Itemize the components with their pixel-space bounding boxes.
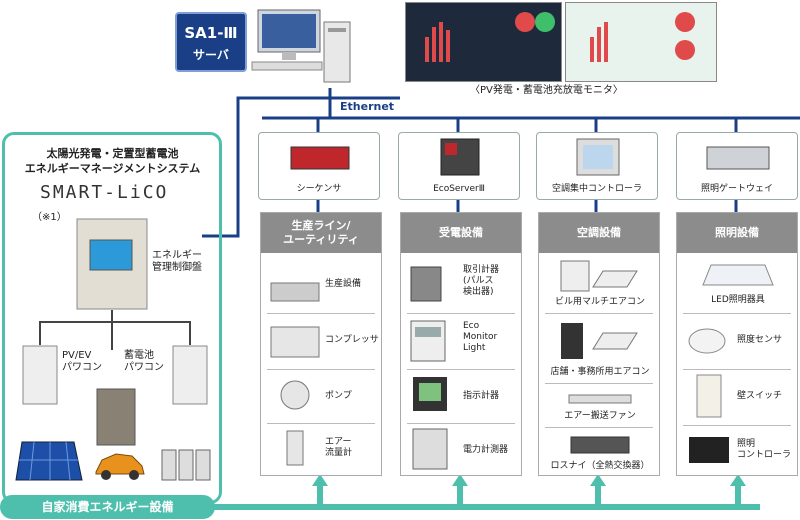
storage-battery-icon	[96, 388, 136, 446]
multi-ac-icon	[560, 260, 638, 292]
category-air-conditioning: 空調設備 ビル用マルチエアコン 店舗・事務所用エアコン エアー搬送ファン ロスナ…	[538, 212, 660, 476]
ecoserver-icon	[440, 138, 480, 176]
item-label: ポンプ	[325, 391, 352, 401]
wall-switch-icon	[696, 374, 722, 418]
panel-label-line2: 管理制御盤	[152, 262, 202, 273]
ethernet-label: Ethernet	[340, 100, 395, 113]
item-label: コンプレッサ	[325, 335, 379, 345]
device-lighting-gateway: 照明ゲートウェイ	[676, 132, 798, 200]
category-header: 空調設備	[539, 213, 659, 253]
battery-inverter-icon	[172, 345, 208, 405]
electric-car-icon	[95, 453, 145, 480]
battery-inverter-label: 蓄電池 パワコン	[124, 350, 164, 374]
item-label: ビル用マルチエアコン	[554, 297, 645, 307]
pv-inverter-icon	[22, 345, 58, 405]
device-ac-controller: 空調集中コントローラ	[536, 132, 658, 200]
device-label: 空調集中コントローラ	[551, 184, 642, 194]
air-flow-meter-icon	[286, 430, 304, 466]
transaction-meter-icon	[410, 266, 442, 302]
server-label: SA1-Ⅲ サーバ	[175, 12, 247, 72]
category-title: 照明設備	[715, 226, 759, 239]
lighting-gateway-icon	[706, 146, 770, 170]
category-production: 生産ライン/ ユーティリティ 生産設備 コンプレッサ ポンプ エアー 流量計	[260, 212, 382, 476]
category-header: 生産ライン/ ユーティリティ	[261, 213, 381, 253]
light-sensor-icon	[688, 328, 726, 354]
item-label: エアー 流量計	[325, 437, 353, 458]
eco-monitor-light-icon	[410, 320, 446, 362]
bat-label-line1: 蓄電池	[124, 350, 154, 361]
category-title-line1: 生産ライン/	[291, 219, 351, 232]
bat-label-line2: パワコン	[124, 362, 164, 373]
panel-label: エネルギー 管理制御盤	[152, 250, 202, 274]
item-label: 指示計器	[463, 391, 500, 401]
category-title: 空調設備	[577, 226, 621, 239]
category-power-receiving: 受電設備 取引計器 (パルス 検出器) Eco Monitor Light 指示…	[400, 212, 522, 476]
lighting-controller-icon	[689, 437, 729, 463]
item-label: 電力計測器	[463, 445, 509, 455]
led-light-icon	[702, 264, 774, 286]
office-ac-icon	[561, 323, 638, 359]
category-header: 受電設備	[401, 213, 521, 253]
ac-controller-icon	[576, 138, 620, 176]
panel-label-line1: エネルギー	[152, 250, 202, 261]
system-title-line1: 太陽光発電・定置型蓄電池	[46, 147, 179, 160]
air-fan-icon	[568, 394, 632, 404]
device-ecoserver: EcoServerⅢ	[398, 132, 520, 200]
category-lighting: 照明設備 LED照明器具 照度センサ 壁スイッチ 照明 コントローラ	[676, 212, 798, 476]
item-label: 店舗・事務所用エアコン	[550, 367, 650, 377]
compressor-icon	[270, 326, 320, 358]
device-label: EcoServerⅢ	[433, 184, 485, 194]
category-header: 照明設備	[677, 213, 797, 253]
item-label: Eco Monitor Light	[463, 321, 498, 353]
category-title: 受電設備	[439, 226, 483, 239]
energy-control-panel	[76, 218, 148, 310]
sequencer-icon	[290, 146, 350, 170]
device-label: シーケンサ	[296, 184, 342, 194]
device-label: 照明ゲートウェイ	[700, 184, 773, 194]
pv-label-line1: PV/EV	[62, 350, 92, 361]
pv-label-line2: パワコン	[62, 362, 102, 373]
item-label: 照明 コントローラ	[737, 439, 792, 460]
item-label: 壁スイッチ	[737, 391, 783, 401]
system-title: 太陽光発電・定置型蓄電池 エネルギーマネージメントシステム	[10, 146, 215, 176]
solar-panel-icon	[15, 441, 83, 481]
item-label: エアー搬送ファン	[564, 411, 636, 421]
item-label: LED照明器具	[711, 295, 765, 305]
system-title-line2: エネルギーマネージメントシステム	[24, 162, 201, 175]
brand-logo: SMART-LiCO	[40, 182, 169, 203]
monitor-caption: 〈PV発電・蓄電池充放電モニタ〉	[470, 85, 623, 96]
server-name: SA1-Ⅲ	[184, 24, 238, 42]
monitor-screenshot-1	[405, 2, 562, 82]
device-sequencer: シーケンサ	[258, 132, 380, 200]
item-label: ロスナイ（全熱交換器）	[550, 461, 650, 471]
category-title-line2: ユーティリティ	[283, 233, 359, 246]
self-consumption-label: 自家消費エネルギー設備	[0, 495, 215, 519]
item-label: 取引計器 (パルス 検出器)	[463, 265, 500, 297]
server-type: サーバ	[193, 48, 229, 62]
note-mark: （※1）	[32, 212, 67, 223]
item-label: 生産設備	[325, 279, 362, 289]
indicator-meter-icon	[413, 377, 447, 411]
pv-inverter-label: PV/EV パワコン	[62, 350, 102, 374]
production-equipment-icon	[270, 282, 320, 302]
item-label: 照度センサ	[737, 335, 783, 345]
pump-icon	[280, 380, 310, 410]
lossnay-icon	[570, 436, 630, 454]
power-meter-icon	[412, 428, 448, 470]
monitor-chart-preview	[425, 12, 695, 62]
server-computer-icon	[251, 9, 351, 83]
battery-modules-icon	[161, 449, 211, 481]
